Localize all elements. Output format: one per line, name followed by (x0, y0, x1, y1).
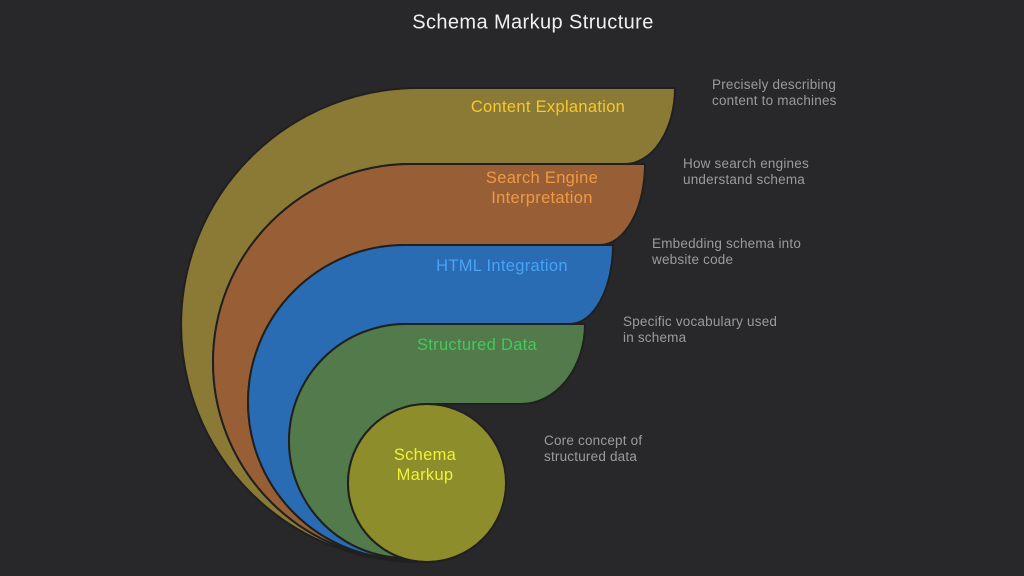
layer-label-structured-data: Structured Data (417, 335, 537, 355)
label-line: HTML Integration (436, 257, 568, 275)
layer-label-schema-markup: Schema Markup (394, 445, 456, 485)
label-line: Structured Data (416, 336, 538, 354)
page-title: Schema Markup Structure (412, 11, 654, 34)
annotation-line: content to machines (712, 92, 837, 108)
annotation-content-explanation: Precisely describing content to machines (712, 77, 837, 108)
label-line: Search Engine (485, 169, 599, 187)
schema-markup-circle (347, 403, 507, 563)
layer-label-content-explanation: Content Explanation (471, 97, 625, 117)
swoosh-layers (180, 87, 676, 563)
annotation-line: Embedding schema into (652, 236, 802, 251)
annotation-line: structured data (544, 448, 638, 464)
layer-label-search-engine-interpretation: Search Engine Interpretation (486, 168, 598, 208)
annotation-line: in schema (623, 329, 687, 345)
annotation-html-integration: Embedding schema into website code (652, 236, 801, 267)
label-line: Content Explanation (470, 98, 626, 116)
annotation-schema-markup: Core concept of structured data (544, 433, 642, 464)
label-line: Schema (393, 446, 457, 464)
annotation-line: website code (652, 251, 734, 267)
label-line: Markup (396, 466, 454, 484)
annotation-line: How search engines (683, 156, 809, 171)
label-line: Interpretation (491, 189, 593, 207)
annotation-line: Core concept of (544, 433, 643, 448)
annotation-line: understand schema (683, 171, 805, 187)
layer-label-html-integration: HTML Integration (436, 256, 568, 276)
annotation-structured-data: Specific vocabulary used in schema (623, 314, 777, 345)
annotation-line: Specific vocabulary used (623, 314, 778, 329)
annotation-line: Precisely describing (712, 77, 837, 92)
annotation-search-engine-interpretation: How search engines understand schema (683, 156, 809, 187)
